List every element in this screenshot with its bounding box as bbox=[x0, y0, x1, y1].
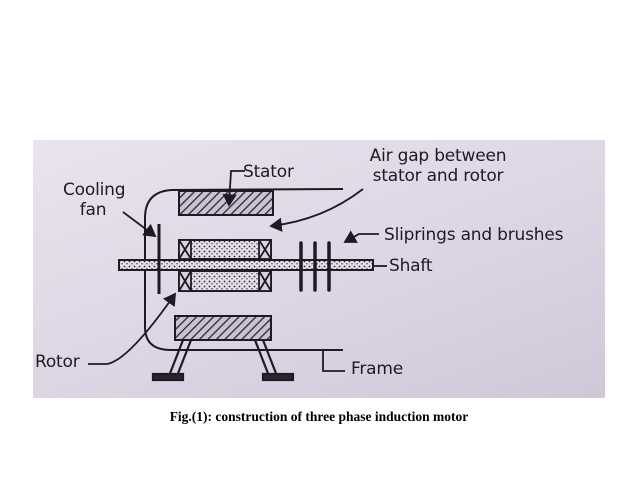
air-gap-label: Air gap between stator and rotor bbox=[369, 146, 507, 186]
rotor-label: Rotor bbox=[35, 352, 80, 372]
rotor-core-bottom bbox=[178, 270, 272, 292]
figure-caption: Fig.(1): construction of three phase ind… bbox=[169, 409, 469, 424]
frame-leader bbox=[322, 350, 345, 372]
sliprings bbox=[299, 241, 331, 292]
stator-top bbox=[178, 190, 274, 216]
sliprings-leader bbox=[343, 230, 379, 243]
cooling-fan-leader bbox=[122, 211, 157, 238]
stator-label: Stator bbox=[243, 162, 294, 182]
sliprings-label: Sliprings and brushes bbox=[384, 225, 564, 245]
motor-feet bbox=[151, 339, 295, 382]
air-gap-leader bbox=[269, 188, 364, 232]
rotor-core-top bbox=[178, 239, 272, 260]
frame-outline bbox=[144, 188, 344, 351]
motor-diagram bbox=[88, 170, 387, 382]
frame-label: Frame bbox=[351, 359, 403, 379]
shaft bbox=[118, 259, 374, 271]
shaft-label: Shaft bbox=[389, 256, 433, 276]
stator-leader bbox=[222, 170, 245, 207]
rotor-leader bbox=[88, 292, 177, 365]
diagram-photo: Stator Air gap between stator and rotor … bbox=[33, 140, 605, 398]
cooling-fan-label: Cooling fan bbox=[63, 180, 126, 220]
stator-bottom bbox=[174, 315, 272, 341]
